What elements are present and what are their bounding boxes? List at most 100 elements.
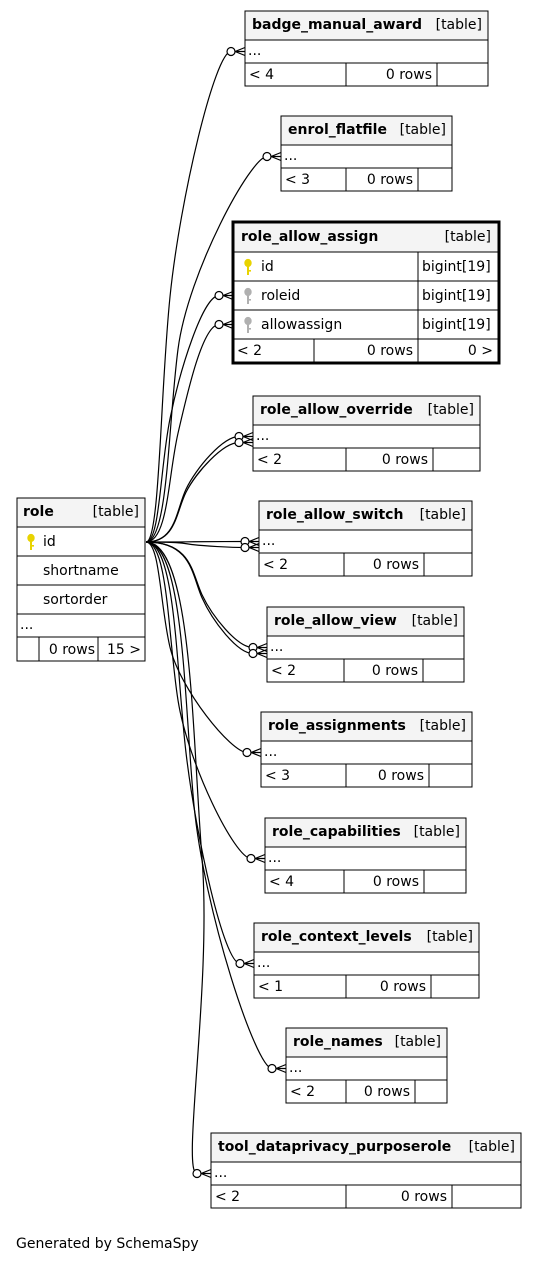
row-count: 0 rows xyxy=(382,452,428,468)
many-marker xyxy=(234,46,246,57)
edge-role-to-badge-manual-award xyxy=(145,50,232,543)
column-type-cell xyxy=(417,309,500,340)
more-columns-label: ... xyxy=(257,955,270,971)
column-type-cell xyxy=(417,251,500,282)
many-marker xyxy=(256,648,268,659)
zero-marker xyxy=(240,542,250,553)
parents-count: < 2 xyxy=(237,343,262,359)
children-cell xyxy=(423,552,473,577)
children-cell xyxy=(428,763,473,788)
many-marker xyxy=(222,319,234,330)
column-name: shortname xyxy=(43,563,119,579)
table-header xyxy=(244,10,489,41)
zero-marker xyxy=(267,1063,277,1074)
more-columns-label: ... xyxy=(264,744,277,760)
many-marker xyxy=(248,536,260,547)
table-header xyxy=(16,497,146,528)
parents-count: < 2 xyxy=(257,452,282,468)
zero-marker xyxy=(234,437,244,448)
children-cell xyxy=(97,636,146,662)
zero-marker xyxy=(214,319,224,330)
table-header xyxy=(253,922,480,953)
table-header xyxy=(210,1132,522,1163)
table-tag: [table] xyxy=(427,929,473,945)
children-cell xyxy=(423,869,467,894)
table-tag: [table] xyxy=(395,1034,441,1050)
row-count: 0 rows xyxy=(401,1189,447,1205)
table-name: role_capabilities xyxy=(272,824,401,840)
table-name: enrol_flatfile xyxy=(288,122,387,138)
more-columns-row xyxy=(252,424,481,449)
many-marker xyxy=(200,1168,212,1179)
table-name: role_assignments xyxy=(268,718,406,734)
table-header xyxy=(260,711,473,742)
children-cell xyxy=(430,974,480,999)
zero-marker xyxy=(214,290,224,301)
parents-count: < 2 xyxy=(215,1189,240,1205)
table-tag: [table] xyxy=(412,613,458,629)
column-type-cell xyxy=(417,280,500,311)
parents-count: < 4 xyxy=(249,67,274,83)
parents-cell xyxy=(16,636,40,662)
footer-text: Generated by SchemaSpy xyxy=(16,1236,199,1252)
many-marker xyxy=(242,431,254,442)
children-cell xyxy=(436,62,489,87)
more-columns-row xyxy=(258,529,473,554)
table-header xyxy=(264,817,467,848)
more-columns-row xyxy=(266,635,465,660)
table-tag: [table] xyxy=(420,718,466,734)
more-columns-row xyxy=(244,39,489,64)
relationship-lines xyxy=(145,46,287,1179)
children-count: 0 > xyxy=(468,343,493,359)
more-columns-row xyxy=(253,951,480,976)
more-columns-row xyxy=(16,613,146,638)
zero-marker xyxy=(262,151,272,162)
more-columns-label: ... xyxy=(270,639,283,655)
table-tag: [table] xyxy=(436,17,482,33)
column-id xyxy=(16,526,146,557)
column-name: roleid xyxy=(261,288,300,304)
table-tag: [table] xyxy=(445,229,491,245)
many-marker xyxy=(242,437,254,448)
many-marker xyxy=(248,542,260,553)
table-tool-dataprivacy-purposerole[interactable]: tool_dataprivacy_purposerole[table]...< … xyxy=(210,1132,522,1209)
edge-role-to-role-capabilities xyxy=(145,541,252,860)
children-cell xyxy=(417,338,500,364)
parents-count: < 4 xyxy=(269,874,294,890)
table-header xyxy=(285,1027,448,1058)
many-marker xyxy=(250,747,262,758)
table-tag: [table] xyxy=(469,1139,515,1155)
edge-role-to-role-allow-assign-1 xyxy=(145,323,220,543)
more-columns-label: ... xyxy=(268,850,281,866)
parents-count: < 2 xyxy=(290,1084,315,1100)
many-marker xyxy=(256,642,268,653)
children-cell xyxy=(417,167,453,192)
edge-role-to-role-allow-assign xyxy=(145,294,220,543)
many-marker xyxy=(275,1063,287,1074)
table-name: role_allow_override xyxy=(260,402,413,418)
children-count: 15 > xyxy=(107,642,141,658)
more-columns-label: ... xyxy=(262,533,275,549)
parents-count: < 1 xyxy=(258,979,283,995)
column-name: sortorder xyxy=(43,592,108,608)
parents-count: < 3 xyxy=(285,172,310,188)
table-name: role_allow_switch xyxy=(266,507,403,523)
zero-marker xyxy=(246,853,256,864)
column-type: bigint[19] xyxy=(422,317,491,333)
row-count: 0 rows xyxy=(373,874,419,890)
more-columns-row xyxy=(280,144,453,169)
row-count: 0 rows xyxy=(367,172,413,188)
